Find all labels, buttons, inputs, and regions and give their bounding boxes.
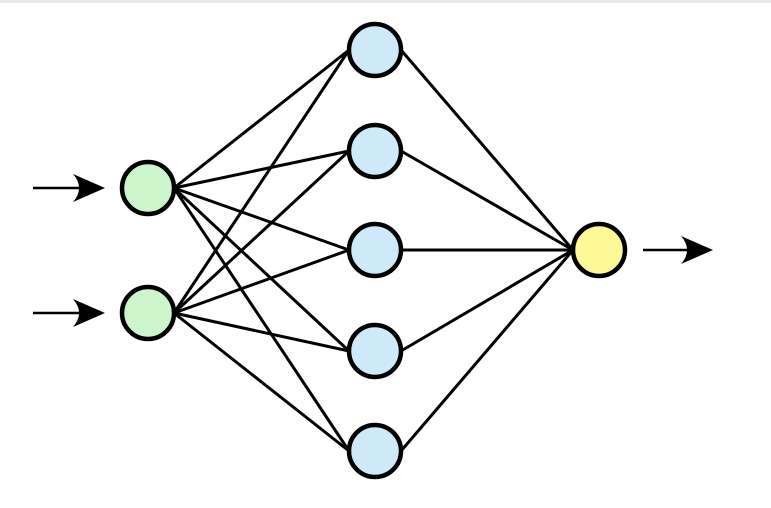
edge-input-2-to-hidden-4: [173, 311, 350, 353]
input-arrow-1-head: [73, 174, 105, 202]
edge-input-2-to-hidden-3: [173, 248, 350, 315]
node-output-1: [570, 221, 628, 279]
node-hidden-4: [346, 322, 404, 380]
edge-input-2-to-hidden-5: [173, 311, 350, 453]
edge-input-1-to-hidden-2: [173, 149, 350, 190]
node-hidden-2: [346, 122, 404, 180]
edge-input-1-to-hidden-3: [173, 186, 350, 252]
edge-hidden-4-to-output-1: [400, 248, 574, 353]
edge-hidden-1-to-output-1: [399, 49, 575, 251]
node-hidden-3: [346, 221, 404, 279]
edge-hidden-2-to-output-1: [400, 149, 574, 252]
output-arrow-head: [681, 236, 713, 264]
edge-input-1-to-hidden-1: [173, 48, 350, 190]
edge-input-1-to-hidden-5: [172, 187, 351, 452]
edge-hidden-5-to-output-1: [399, 249, 575, 452]
input-arrow-1: [33, 174, 105, 202]
edge-input-2-to-hidden-1: [172, 49, 351, 314]
node-input-2: [119, 284, 177, 342]
input-arrow-2: [33, 299, 105, 327]
output-arrow: [643, 236, 713, 264]
window-top-border: [0, 0, 771, 3]
edge-input-2-to-hidden-2: [172, 149, 351, 315]
node-hidden-1: [346, 21, 404, 79]
edge-input-1-to-hidden-4: [172, 186, 351, 353]
node-hidden-5: [346, 422, 404, 480]
input-arrow-2-head: [73, 299, 105, 327]
node-input-1: [119, 159, 177, 217]
